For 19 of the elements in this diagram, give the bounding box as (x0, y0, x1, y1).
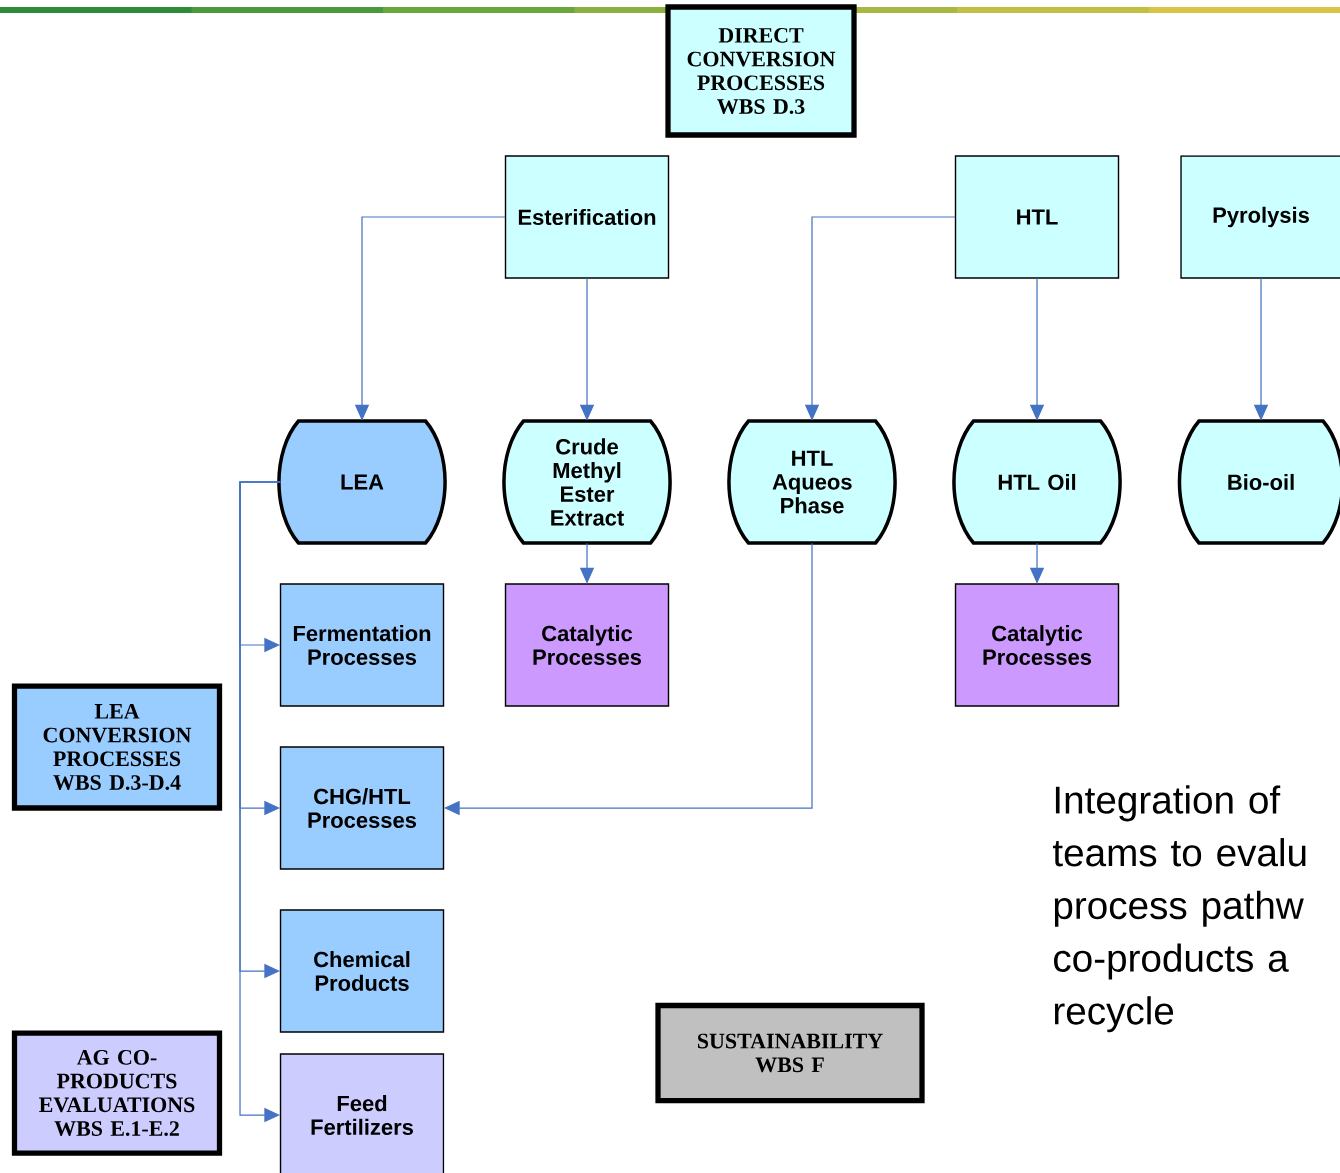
process-barrel: Bio-oil (1177, 419, 1340, 545)
process-box: Catalytic Processes (504, 583, 670, 707)
process-box: CHG/HTL Processes (279, 746, 445, 870)
process-box: SUSTAINABILITY WBS F (655, 1002, 925, 1104)
process-barrel: HTL Aqueos Phase (727, 419, 897, 545)
process-box: DIRECT CONVERSION PROCESSES WBS D.3 (665, 4, 857, 138)
process-barrel: LEA (277, 419, 447, 545)
process-barrel: Crude Methyl Ester Extract (502, 419, 672, 545)
process-box: Catalytic Processes (954, 583, 1120, 707)
process-box: HTL (954, 155, 1120, 279)
process-box: Fermentation Processes (279, 583, 445, 707)
process-box: AG CO-PRODUCTS EVALUATIONS WBS E.1-E.2 (11, 1030, 223, 1156)
process-box: Feed Fertilizers (279, 1053, 445, 1173)
process-box: Esterification (504, 155, 670, 279)
process-barrel: HTL Oil (952, 419, 1122, 545)
process-box: LEA CONVERSION PROCESSES WBS D.3-D.4 (11, 683, 223, 811)
process-box: Pyrolysis (1180, 155, 1340, 279)
note-text: Integration of teams to evalu process pathw co-products a recycle (1052, 785, 1306, 1033)
process-box: Chemical Products (279, 909, 445, 1033)
